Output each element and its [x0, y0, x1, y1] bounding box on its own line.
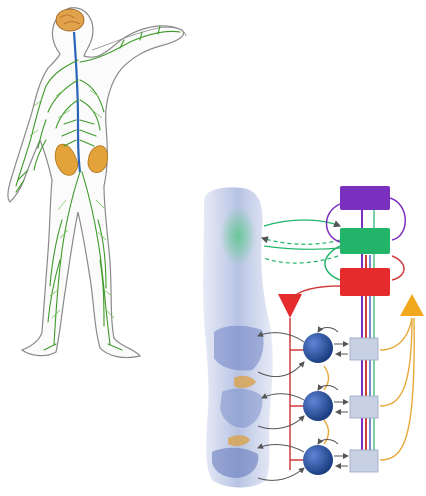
green-feedback-arcs — [262, 220, 340, 263]
box-purple — [340, 186, 390, 210]
triangle-right-icon — [400, 294, 424, 316]
square-3 — [350, 450, 378, 472]
neural-control-circuit-diagram — [203, 186, 424, 488]
human-nervous-system-illustration — [8, 8, 186, 358]
square-1 — [350, 338, 378, 360]
brain-icon — [56, 9, 84, 31]
body-outline — [8, 8, 184, 358]
red-drive-lines — [290, 286, 340, 470]
square-2 — [350, 396, 378, 418]
green-region — [220, 206, 256, 266]
box-green — [340, 228, 390, 254]
triangle-left-icon — [278, 294, 302, 318]
box-red — [340, 268, 390, 296]
cord-segment-1 — [214, 326, 264, 371]
neuron-2 — [303, 391, 333, 421]
neuron-3 — [303, 445, 333, 475]
neuron-1 — [303, 333, 333, 363]
